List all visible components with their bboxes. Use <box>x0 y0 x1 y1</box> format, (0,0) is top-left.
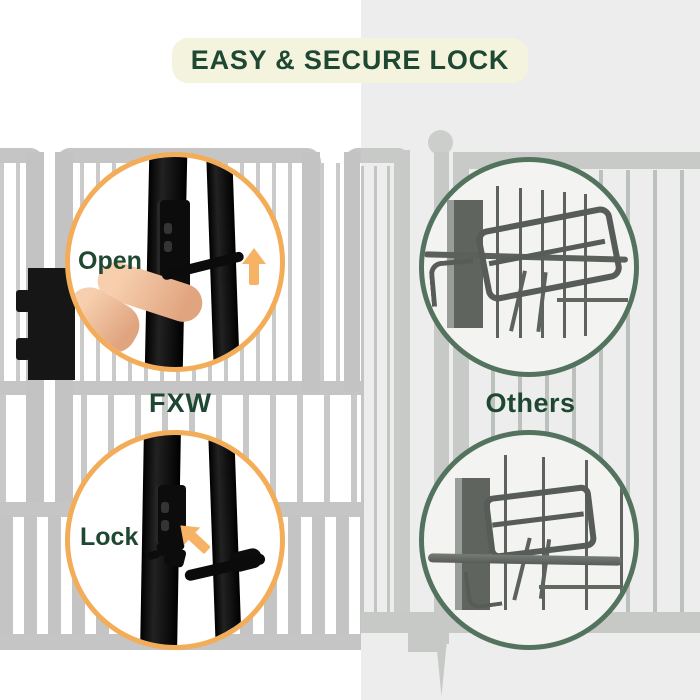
headline-banner: EASY & SECURE LOCK <box>172 38 528 83</box>
fence-post <box>455 478 490 610</box>
fxw-open-callout-circle: Open <box>65 152 285 372</box>
wire-bar <box>504 455 507 610</box>
wire-bar <box>541 190 544 338</box>
latch-hole <box>161 520 169 531</box>
open-label: Open <box>78 247 142 275</box>
wire-bar <box>563 192 566 338</box>
fence-ball-finial <box>428 130 453 155</box>
fence-frame-post <box>394 150 410 612</box>
wire-bar <box>620 465 623 595</box>
others-latch-callout-bottom <box>419 430 639 650</box>
wire-bar-horizontal <box>539 585 623 589</box>
arrow-head <box>242 248 266 264</box>
latch-hole <box>164 241 172 252</box>
fxw-brand-label: FXW <box>149 388 212 418</box>
wire-hook <box>428 258 477 307</box>
lock-label: Lock <box>80 523 139 551</box>
wire-bar <box>542 457 545 610</box>
fence-post-foot <box>408 633 441 652</box>
arrow-stem <box>187 531 211 555</box>
wire-bar <box>519 188 522 338</box>
latch-hole <box>161 502 169 513</box>
lock-latch <box>155 485 186 545</box>
wire-bar <box>585 460 588 610</box>
gate-hinge-tab <box>16 338 30 360</box>
arrow-up-icon <box>242 248 266 288</box>
fence-mid-rail <box>0 381 361 395</box>
ground-stake <box>436 640 447 696</box>
wire-bar-horizontal <box>557 298 628 302</box>
fxw-lock-callout-circle: Lock <box>65 430 285 650</box>
wire-bar <box>584 194 587 336</box>
latch-hole <box>164 223 172 234</box>
arrow-stem <box>249 263 259 285</box>
headline-text: EASY & SECURE LOCK <box>190 45 510 75</box>
fence-post <box>302 152 320 392</box>
wire-hook <box>463 567 503 611</box>
others-label: Others <box>485 388 576 418</box>
gate-hinge-tab <box>16 290 30 312</box>
others-latch-callout-top <box>419 157 639 377</box>
fence-post <box>447 200 483 328</box>
fence-post <box>344 152 360 392</box>
